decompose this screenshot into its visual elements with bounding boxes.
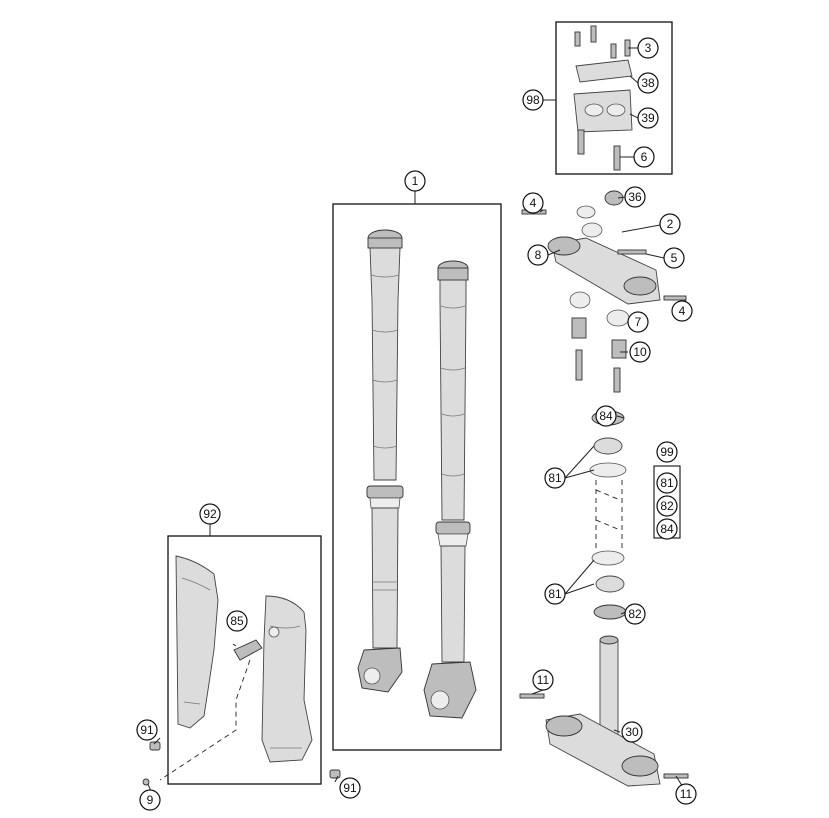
svg-text:98: 98 <box>526 93 540 107</box>
kit-callout-84[interactable]: 84 <box>656 518 678 540</box>
callout-81-upper[interactable]: 81 <box>544 467 566 489</box>
svg-text:92: 92 <box>203 507 217 521</box>
callout-98[interactable]: 98 <box>522 89 544 111</box>
callout-99[interactable]: 99 <box>656 441 678 463</box>
callout-81-lower[interactable]: 81 <box>544 583 566 605</box>
callout-5[interactable]: 5 <box>663 247 685 269</box>
callout-4-top[interactable]: 4 <box>522 192 544 214</box>
svg-text:84: 84 <box>599 409 613 423</box>
callout-91-left[interactable]: 91 <box>136 719 158 741</box>
fork-leg-left <box>357 229 404 693</box>
steering-bearings <box>589 410 627 620</box>
callout-11-right[interactable]: 11 <box>675 783 697 805</box>
svg-text:82: 82 <box>628 607 642 621</box>
svg-text:30: 30 <box>625 725 639 739</box>
callout-91-right[interactable]: 91 <box>339 777 361 799</box>
fork-leg-right <box>423 260 477 719</box>
svg-text:11: 11 <box>680 787 693 801</box>
svg-text:2: 2 <box>667 217 674 231</box>
svg-text:10: 10 <box>633 345 647 359</box>
svg-text:81: 81 <box>548 471 562 485</box>
lower-triple-clamp <box>519 635 689 787</box>
svg-text:5: 5 <box>671 251 678 265</box>
svg-text:7: 7 <box>635 315 642 329</box>
svg-text:84: 84 <box>660 522 674 536</box>
svg-text:11: 11 <box>537 673 550 687</box>
fork-assembly-frame <box>332 203 502 751</box>
svg-text:36: 36 <box>628 190 642 204</box>
upper-triple-clamp <box>521 190 687 305</box>
callout-3[interactable]: 3 <box>637 37 659 59</box>
protector-screws <box>142 741 341 786</box>
callout-84[interactable]: 84 <box>595 405 617 427</box>
callout-39[interactable]: 39 <box>637 107 659 129</box>
svg-text:91: 91 <box>343 781 357 795</box>
svg-text:39: 39 <box>641 111 655 125</box>
callout-92[interactable]: 92 <box>199 503 221 525</box>
clamp-bushings-and-bolts <box>569 291 630 393</box>
callout-2[interactable]: 2 <box>659 213 681 235</box>
svg-text:81: 81 <box>660 476 674 490</box>
handlebar-clamp-frame <box>555 21 673 175</box>
callout-1[interactable]: 1 <box>404 170 426 192</box>
svg-text:9: 9 <box>147 793 154 807</box>
fork-protector-frame <box>167 535 322 785</box>
svg-text:38: 38 <box>641 76 655 90</box>
fork-protector-left <box>175 555 219 729</box>
svg-text:85: 85 <box>230 614 244 628</box>
handlebar-clamp-parts <box>573 25 633 171</box>
svg-text:99: 99 <box>660 445 674 459</box>
callout-85[interactable]: 85 <box>226 610 248 632</box>
svg-text:4: 4 <box>530 196 537 210</box>
svg-text:3: 3 <box>645 41 652 55</box>
svg-text:91: 91 <box>140 723 154 737</box>
callout-8[interactable]: 8 <box>527 244 549 266</box>
callout-7[interactable]: 7 <box>627 311 649 333</box>
svg-text:4: 4 <box>679 304 686 318</box>
callout-6[interactable]: 6 <box>633 146 655 168</box>
svg-text:81: 81 <box>548 587 562 601</box>
callout-9[interactable]: 9 <box>139 789 161 811</box>
kit-callout-82[interactable]: 82 <box>656 495 678 517</box>
fork-protector-right <box>261 595 313 763</box>
callout-4-right[interactable]: 4 <box>671 300 693 322</box>
svg-text:82: 82 <box>660 499 674 513</box>
svg-text:8: 8 <box>535 248 542 262</box>
svg-text:1: 1 <box>412 174 419 188</box>
protector-bracket <box>233 639 263 661</box>
callout-36[interactable]: 36 <box>624 186 646 208</box>
callout-10[interactable]: 10 <box>629 341 651 363</box>
callout-11-left[interactable]: 11 <box>532 669 554 691</box>
svg-text:6: 6 <box>641 150 648 164</box>
callout-82[interactable]: 82 <box>624 603 646 625</box>
kit-callout-81[interactable]: 81 <box>656 472 678 494</box>
callout-30[interactable]: 30 <box>621 721 643 743</box>
callout-38[interactable]: 38 <box>637 72 659 94</box>
